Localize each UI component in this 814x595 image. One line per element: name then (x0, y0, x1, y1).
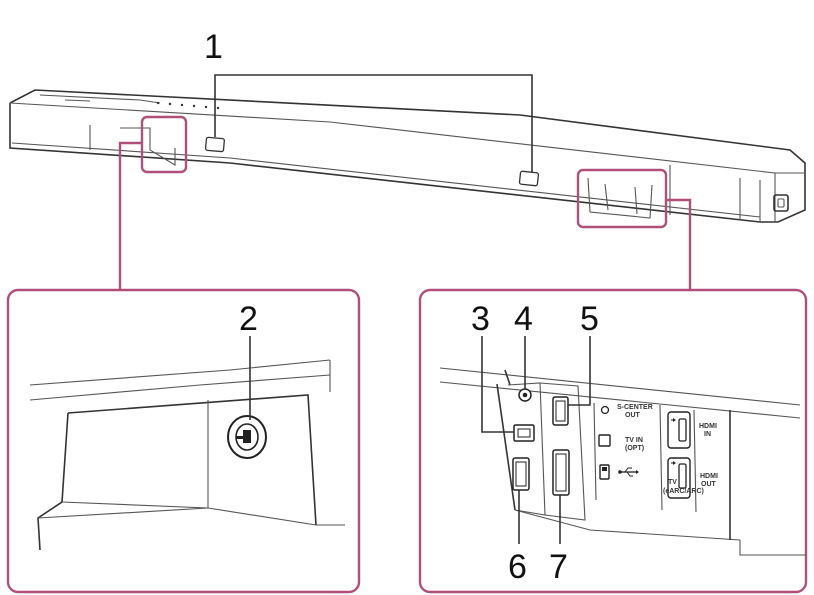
hdmi-earc-port-icon (678, 463, 687, 489)
label-hdmi-out-2: OUT (701, 481, 717, 488)
left-rear-recess (120, 127, 176, 166)
label-hdmi-out-1: HDMI (700, 473, 718, 480)
power-inlet-icon (227, 415, 267, 459)
sensor-left (204, 136, 225, 153)
usb-symbol-icon (618, 467, 639, 477)
callout-1: 1 (204, 28, 223, 66)
port-6-slot (512, 457, 530, 491)
top-buttons (156, 101, 220, 110)
label-tv-earc-2: (eARC/ARC) (663, 488, 704, 495)
callout-4: 4 (514, 300, 533, 338)
s-center-out-jack-icon (600, 405, 610, 415)
label-tv-in-1: TV IN (625, 437, 643, 444)
connector-panel: S-CENTER OUT TV IN (OPT) HDMI IN (593, 402, 718, 513)
highlight-right (576, 168, 668, 229)
callout-7: 7 (549, 548, 568, 586)
optical-port-icon (598, 434, 611, 447)
sensor-right (518, 170, 540, 187)
lan-port (513, 424, 535, 442)
detail-panel-right: S-CENTER OUT TV IN (OPT) HDMI IN (418, 288, 808, 594)
label-s-center-out-1: S-CENTER (617, 404, 653, 411)
label-s-center-out-2: OUT (625, 412, 641, 419)
port-7-slot (552, 449, 570, 496)
callout-3: 3 (471, 300, 490, 338)
detail-panel-left: 2 (6, 288, 361, 594)
highlight-left (140, 115, 188, 174)
hdmi-port-icon (678, 418, 687, 442)
label-hdmi-in-1: HDMI (699, 423, 717, 430)
port-5-slot (552, 396, 569, 426)
label-hdmi-in-2: IN (704, 431, 711, 438)
headphone-jack-icon (518, 388, 532, 402)
callout-6: 6 (508, 548, 527, 586)
soundbar-body (9, 89, 806, 223)
callout-5: 5 (580, 300, 599, 338)
label-tv-earc-1: TV (668, 479, 677, 486)
right-rear-recess (587, 177, 653, 219)
label-tv-in-2: (OPT) (625, 445, 644, 452)
callout-2: 2 (239, 300, 258, 338)
